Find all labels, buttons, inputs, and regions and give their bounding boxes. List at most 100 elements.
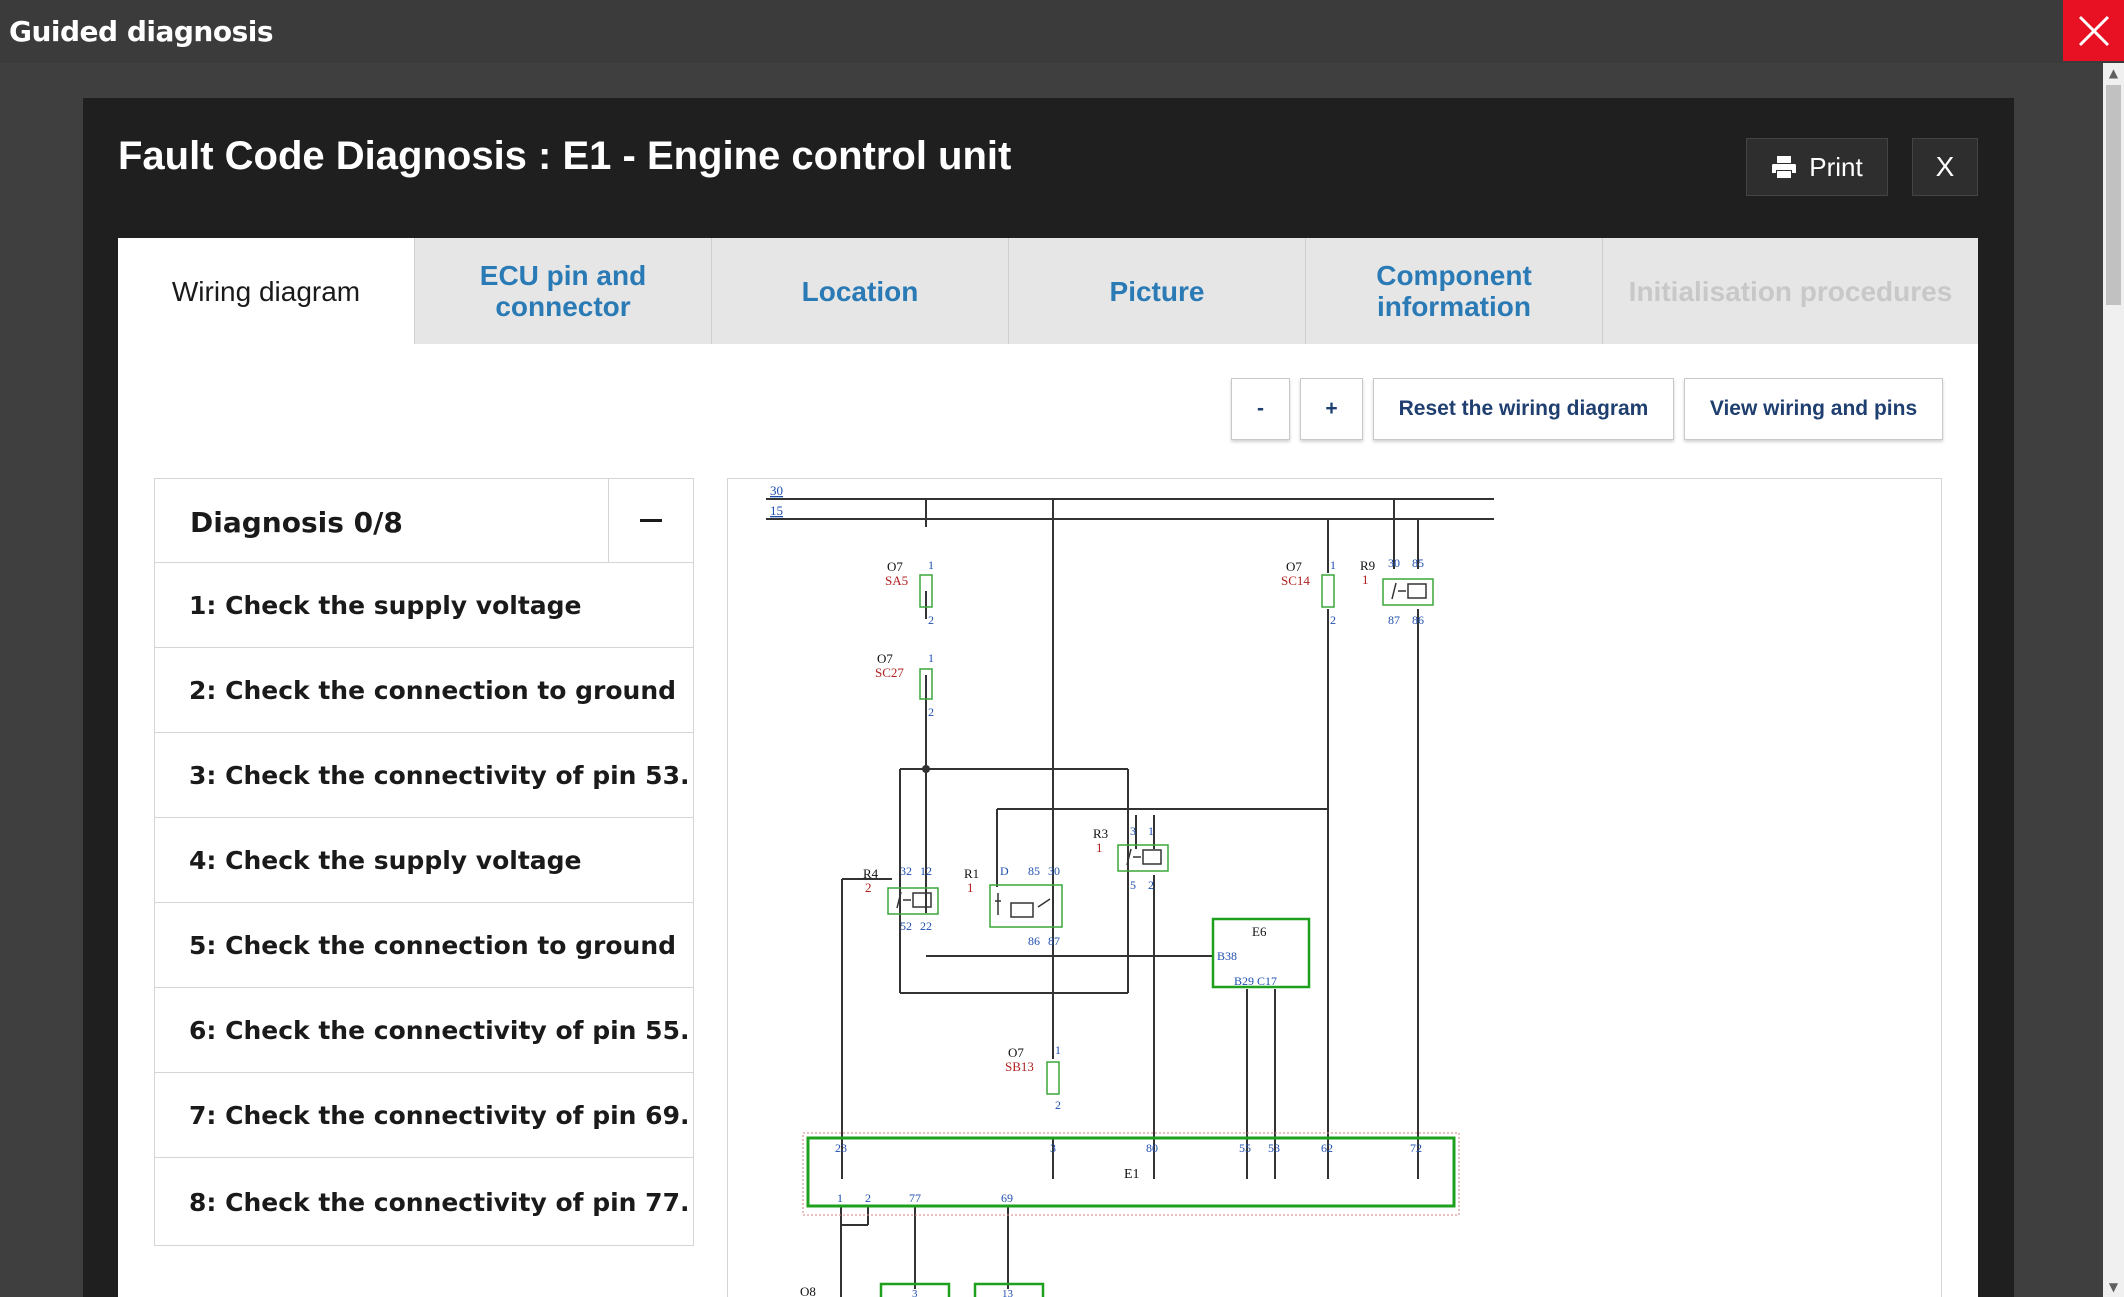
fuse-name: SA5	[885, 573, 908, 588]
relay-name: R1	[964, 866, 979, 881]
relay-pin: 32	[900, 864, 912, 878]
diagnosis-panel: Diagnosis 0/8 1: Check the supply voltag…	[154, 478, 694, 1246]
relay-index: 1	[1362, 572, 1369, 587]
scroll-thumb[interactable]	[2106, 85, 2121, 305]
diagnosis-step[interactable]: 1: Check the supply voltage	[155, 563, 693, 648]
fuse-name: SB13	[1005, 1059, 1034, 1074]
tab-label: Component information	[1376, 260, 1532, 322]
tab-picture[interactable]: Picture	[1008, 238, 1305, 344]
print-button[interactable]: Print	[1746, 138, 1888, 196]
component-pin: B38	[1217, 949, 1237, 963]
fuse-owner: O7	[887, 559, 903, 574]
relay-pin: 87	[1048, 934, 1060, 948]
ecu-pin: 2	[865, 1191, 871, 1205]
ecu-pin: 62	[1321, 1141, 1333, 1155]
ecu-pin: 77	[909, 1191, 921, 1205]
diagnosis-step[interactable]: 3: Check the connectivity of pin 53.	[155, 733, 693, 818]
diagnosis-header: Diagnosis 0/8	[155, 479, 693, 563]
zoom-out-button[interactable]: -	[1231, 378, 1290, 440]
relay-index: 1	[1096, 840, 1103, 855]
fault-code-modal: Fault Code Diagnosis : E1 - Engine contr…	[83, 98, 2014, 1297]
fuse-owner: O7	[877, 651, 893, 666]
bus-label: 15	[770, 503, 783, 518]
relay-name: R9	[1360, 558, 1375, 573]
ecu-pin: 72	[1410, 1141, 1422, 1155]
component-pin: 3	[912, 1288, 918, 1297]
relay-pin: 3	[1130, 824, 1136, 838]
ecu-pin: 3	[1050, 1141, 1056, 1155]
print-label: Print	[1809, 151, 1863, 182]
fuse-pin: 1	[1330, 558, 1336, 572]
page-scrollbar[interactable]: ▲ ▼	[2103, 63, 2124, 1297]
fuse-name: SC27	[875, 665, 904, 680]
relay-pin: 86	[1412, 613, 1424, 627]
tab-component-information[interactable]: Component information	[1305, 238, 1602, 344]
reset-wiring-diagram-button[interactable]: Reset the wiring diagram	[1373, 378, 1674, 440]
zoom-in-button[interactable]: +	[1300, 378, 1363, 440]
relay-name: R4	[863, 866, 879, 881]
fuse-pin: 2	[928, 613, 934, 627]
ecu-pin: 23	[835, 1141, 847, 1155]
scroll-down-arrow-icon[interactable]: ▼	[2108, 1280, 2119, 1294]
diagnosis-step[interactable]: 4: Check the supply voltage	[155, 818, 693, 903]
relay-name: R3	[1093, 826, 1108, 841]
modal-close-button[interactable]: X	[1912, 138, 1978, 196]
tab-wiring-diagram[interactable]: Wiring diagram	[118, 238, 414, 344]
relay-index: 1	[967, 880, 974, 895]
diagnosis-step[interactable]: 6: Check the connectivity of pin 55.	[155, 988, 693, 1073]
diagnosis-step[interactable]: 7: Check the connectivity of pin 69.	[155, 1073, 693, 1158]
ecu-pin: 55	[1239, 1141, 1251, 1155]
fuse-pin: 1	[928, 651, 934, 665]
ecu-pin: 69	[1001, 1191, 1013, 1205]
fuse-pin: 2	[1055, 1098, 1061, 1112]
fuse-name: SC14	[1281, 573, 1310, 588]
printer-icon	[1772, 156, 1797, 178]
relay-pin: 1	[1148, 824, 1154, 838]
relay-pin: 87	[1388, 613, 1400, 627]
relay-pin: 12	[920, 864, 932, 878]
app-titlebar: Guided diagnosis	[0, 0, 2124, 63]
relay-pin: 85	[1028, 864, 1040, 878]
component-pin: B29 C17	[1234, 974, 1277, 988]
fuse-owner: O7	[1286, 559, 1302, 574]
fuse-pin: 1	[928, 558, 934, 572]
relay-pin: 30	[1388, 556, 1400, 570]
app-title: Guided diagnosis	[9, 15, 274, 48]
view-wiring-and-pins-button[interactable]: View wiring and pins	[1684, 378, 1943, 440]
wiring-diagram-panel[interactable]: 30 15 O7 SA5 1 2 O7 SC27 1 2 O7 SC14	[727, 478, 1942, 1297]
fuse-pin: 2	[1330, 613, 1336, 627]
component-name: O8	[800, 1284, 816, 1297]
diagnosis-step[interactable]: 2: Check the connection to ground	[155, 648, 693, 733]
wiring-diagram[interactable]: 30 15 O7 SA5 1 2 O7 SC27 1 2 O7 SC14	[728, 479, 1942, 1297]
tab-label: ECU pin and connector	[479, 260, 647, 322]
ecu-name: E1	[1124, 1167, 1140, 1182]
relay-pin: 52	[900, 919, 912, 933]
ecu-pin: 80	[1146, 1141, 1158, 1155]
tab-location[interactable]: Location	[711, 238, 1008, 344]
ecu-pin: 1	[837, 1191, 843, 1205]
modal-content: Wiring diagram ECU pin and connector Loc…	[118, 238, 1978, 1297]
bus-label: 30	[770, 483, 783, 498]
relay-pin: 2	[1148, 878, 1154, 892]
diagnosis-step[interactable]: 5: Check the connection to ground	[155, 903, 693, 988]
relay-pin: 30	[1048, 864, 1060, 878]
close-icon	[2078, 15, 2109, 46]
minus-icon	[640, 518, 662, 522]
component-name: E6	[1252, 924, 1267, 939]
ecu-pin: 53	[1268, 1141, 1280, 1155]
fuse-pin: 1	[1055, 1043, 1061, 1057]
tab-ecu-pin-and-connector[interactable]: ECU pin and connector	[414, 238, 711, 344]
relay-pin: 5	[1130, 878, 1136, 892]
scroll-up-arrow-icon[interactable]: ▲	[2108, 66, 2119, 80]
modal-title: Fault Code Diagnosis : E1 - Engine contr…	[118, 134, 1012, 178]
app-close-button[interactable]	[2063, 0, 2124, 61]
diagnosis-title: Diagnosis 0/8	[190, 506, 403, 539]
component-pin: 13	[1002, 1288, 1014, 1297]
relay-pin: 86	[1028, 934, 1040, 948]
tab-initialisation-procedures: Initialisation procedures	[1602, 238, 1978, 344]
relay-index: 2	[865, 880, 872, 895]
diagnosis-step[interactable]: 8: Check the connectivity of pin 77.	[189, 1187, 690, 1217]
fuse-owner: O7	[1008, 1045, 1024, 1060]
collapse-button[interactable]	[608, 479, 693, 562]
fuse-pin: 2	[928, 705, 934, 719]
